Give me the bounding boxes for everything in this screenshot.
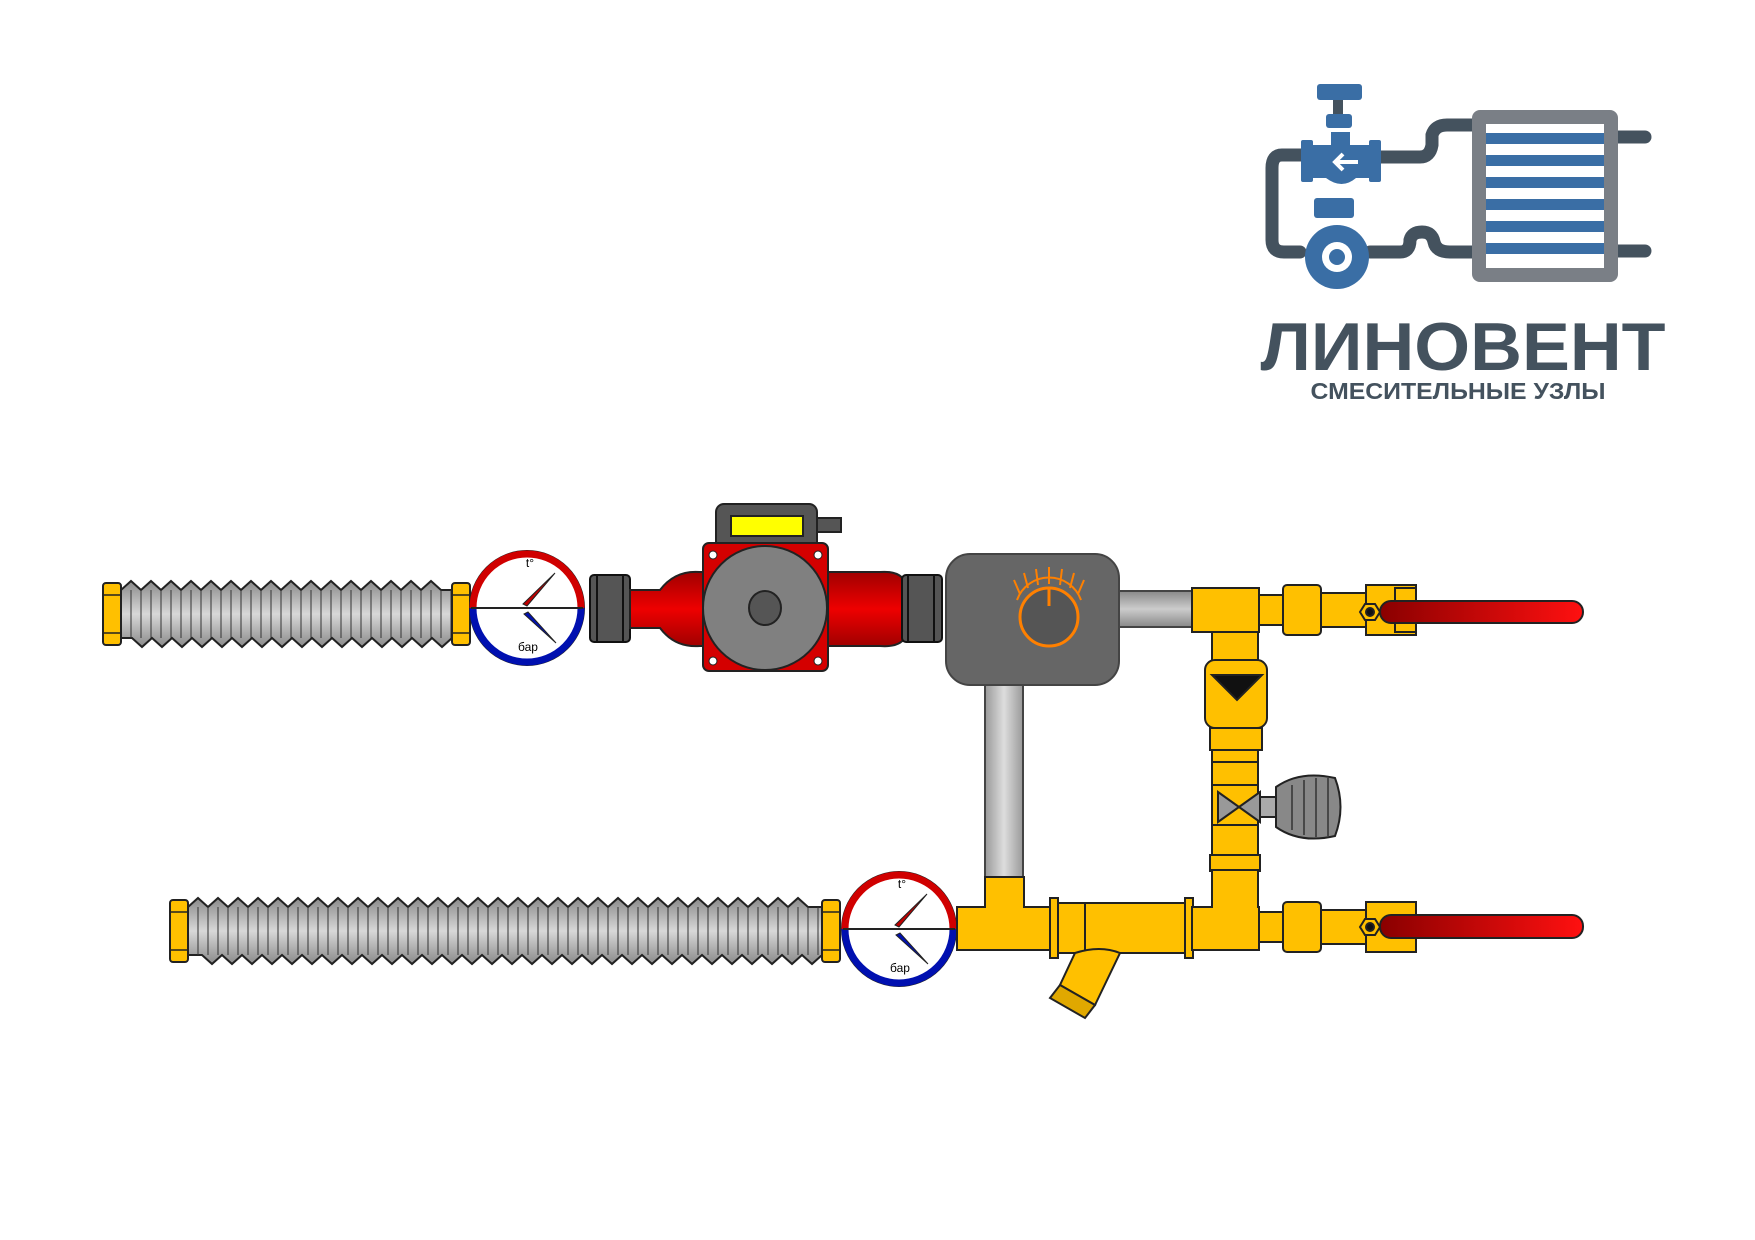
logo-pump-top [1314, 198, 1354, 218]
union-nut-right [901, 574, 943, 643]
logo-tagline-text: СМЕСИТЕЛЬНЫЕ УЗЛЫ [1311, 378, 1606, 404]
corrugated-hose-body [187, 896, 823, 966]
three-way-mixing-valve [945, 553, 1120, 686]
logo-pipes [1265, 118, 1652, 259]
supply-valve-handle[interactable] [1379, 600, 1584, 624]
logo-brand-text: ЛИНОВЕНТ [1261, 309, 1666, 385]
linovent-logo: ЛИНОВЕНТ СМЕСИТЕЛЬНЫЕ УЗЛЫ [1261, 84, 1666, 404]
temperature-label: t° [898, 877, 906, 891]
supply-hose [102, 579, 471, 649]
circulation-pump [629, 503, 909, 672]
grey-pipe-top [1118, 590, 1194, 628]
pressure-label: бар [890, 961, 910, 975]
hose-fitting [169, 899, 189, 963]
check-valve [1204, 659, 1268, 763]
return-valve-handle[interactable] [1379, 914, 1584, 939]
supply-thermomanometer: t° бар [469, 550, 585, 666]
mixing-knob[interactable] [1018, 586, 1080, 648]
tee-top [1191, 587, 1260, 633]
logo-arrow-icon [1332, 152, 1358, 172]
return-hose [169, 896, 841, 966]
balancing-knob [1275, 774, 1342, 840]
grey-pipe-bypass [984, 684, 1024, 879]
return-thermomanometer: t° бар [841, 871, 957, 987]
tee-bottom-right [1191, 869, 1260, 951]
logo-radiator-icon [1472, 110, 1618, 282]
y-strainer [1048, 897, 1194, 1020]
pump-rotor-cap [748, 590, 782, 626]
tee-bottom-left [956, 876, 1053, 951]
hose-fitting [821, 899, 841, 963]
pressure-label: бар [518, 640, 538, 654]
temperature-label: t° [526, 556, 534, 570]
return-ball-valve [1258, 901, 1584, 953]
balancing-valve[interactable] [1209, 774, 1342, 872]
hose-fitting [451, 582, 471, 646]
union-nut-left [589, 574, 631, 643]
hose-fitting [102, 582, 122, 646]
supply-ball-valve [1258, 584, 1584, 636]
